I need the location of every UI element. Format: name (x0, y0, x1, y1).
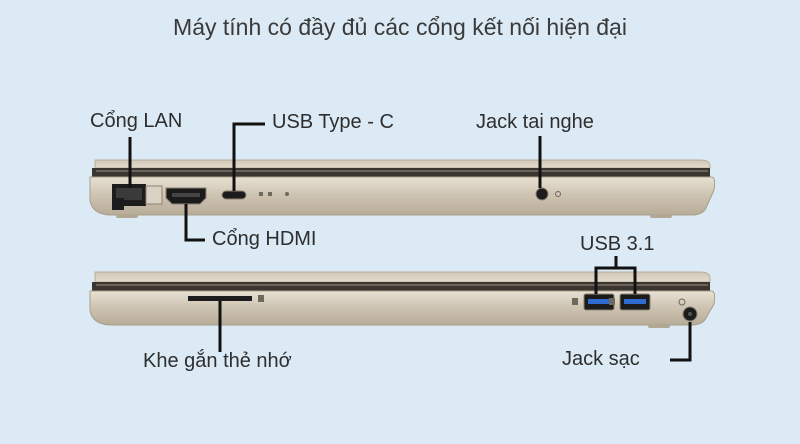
headphone-jack (535, 187, 561, 201)
laptop-left-side (89, 159, 716, 218)
card-slot-label: Khe gắn thẻ nhớ (143, 350, 292, 372)
hdmi-port-label: Cổng HDMI (212, 228, 317, 250)
lan-port (112, 184, 163, 210)
usb-c-label: USB Type - C (272, 111, 394, 133)
card-slot (188, 295, 264, 302)
usb-3-1-label: USB 3.1 (580, 233, 655, 255)
leader-lines (128, 122, 692, 362)
page-title: Máy tính có đầy đủ các cổng kết nối hiện… (173, 14, 627, 40)
hdmi-port (165, 187, 207, 205)
usb-3-1-ports (572, 293, 651, 311)
usb-c-port (221, 190, 247, 200)
lan-port-label: Cổng LAN (90, 110, 183, 132)
charging-jack (678, 298, 698, 322)
charging-jack-label: Jack sạc (562, 348, 640, 370)
laptop-right-side (89, 271, 716, 328)
headphone-jack-label: Jack tai nghe (476, 111, 594, 133)
status-icons (259, 192, 289, 196)
